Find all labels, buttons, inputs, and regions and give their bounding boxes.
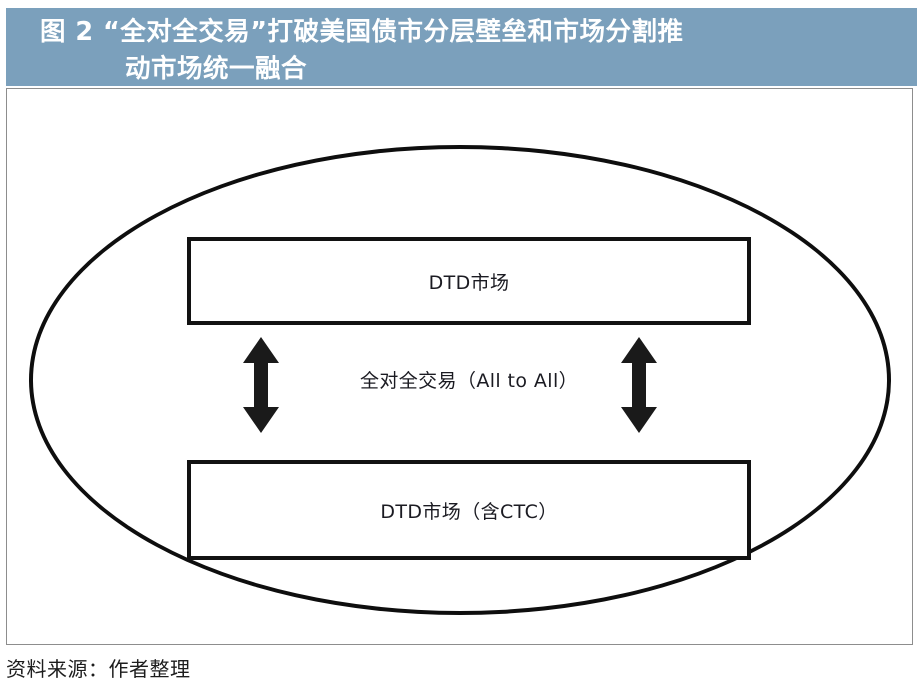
figure-title-line-1: 图 2 “全对全交易”打破美国债市分层壁垒和市场分割推 <box>40 17 684 47</box>
figure-title-banner: 图 2 “全对全交易”打破美国债市分层壁垒和市场分割推 动市场统一融合 <box>6 8 917 86</box>
dtd-market-box-bottom: DTD市场（含CTC） <box>187 460 751 560</box>
source-note: 资料来源：作者整理 <box>6 657 191 681</box>
double-arrow-left-icon <box>241 337 281 433</box>
dtd-market-box-bottom-label: DTD市场（含CTC） <box>380 500 558 523</box>
dtd-market-box-top-label: DTD市场 <box>428 271 510 294</box>
all-to-all-caption: 全对全交易（All to All） <box>359 370 579 392</box>
figure-title-line-2: 动市场统一融合 <box>125 54 308 84</box>
diagram-frame: DTD市场 全对全交易（All to All） DTD市场（含CTC） <box>6 88 913 645</box>
unified-market-ellipse <box>29 145 891 615</box>
dtd-market-box-top: DTD市场 <box>187 237 751 325</box>
double-arrow-right-icon <box>619 337 659 433</box>
